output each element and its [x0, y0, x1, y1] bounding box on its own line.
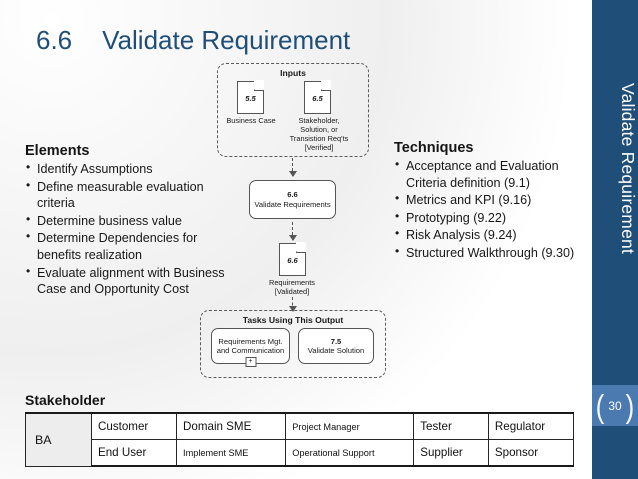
bracket-left-icon: ( — [595, 386, 605, 425]
list-item: Determine business value — [25, 212, 240, 230]
list-item: Determine Dependencies for benefits real… — [25, 229, 240, 263]
document-icon: 5.5 — [237, 80, 264, 114]
inputs-group: Inputs 5.5 Business Case 6.5 Stakeholder… — [217, 63, 369, 157]
process-number: 6.6 — [287, 190, 298, 200]
document-number: 6.5 — [312, 94, 323, 103]
document-number: 6.6 — [287, 256, 298, 265]
list-item: Prototyping (9.22) — [394, 209, 594, 227]
list-item: Define measurable evaluation criteria — [25, 178, 240, 212]
list-item: Identify Assumptions — [25, 160, 240, 178]
stakeholder-table: BA Customer Domain SME Project Manager T… — [25, 412, 575, 467]
page-number: 30 — [608, 398, 622, 413]
document-label: Requirements [Validated] — [268, 278, 315, 296]
document-icon: 6.6 — [279, 242, 306, 276]
sidebar-vertical-title: Validate Requirement — [618, 82, 638, 254]
stakeholder-heading: Stakeholder — [25, 392, 106, 408]
page-title: 6.6 Validate Requirement — [36, 25, 350, 56]
list-item: Risk Analysis (9.24) — [394, 226, 594, 244]
table-cell: Implement SME — [176, 439, 287, 467]
document-label: Stakeholder, Solution, or Transistion Re… — [289, 116, 349, 152]
inputs-title: Inputs — [280, 68, 306, 78]
bracket-right-icon: ) — [625, 386, 635, 425]
elements-section: Elements Identify Assumptions Define mea… — [25, 143, 240, 299]
document-number: 5.5 — [245, 94, 256, 103]
process-label: Validate Requirements — [254, 199, 331, 209]
task-label: Requirements Mgt. and Communication — [216, 336, 285, 355]
task-box: 7.5 Validate Solution — [298, 328, 374, 364]
document-label: Business Case — [226, 116, 276, 125]
stakeholder-role-cell: BA — [25, 412, 92, 467]
page-number-badge: ( 30 ) — [592, 385, 638, 426]
list-item: Acceptance and Evaluation Criteria defin… — [394, 157, 594, 191]
table-cell: Sponsor — [487, 439, 575, 467]
elements-heading: Elements — [25, 143, 90, 159]
page-fold-icon — [321, 80, 331, 91]
table-row: BA Customer Domain SME Project Manager T… — [25, 412, 575, 467]
table-cell: Regulator — [487, 412, 575, 440]
table-cell: Operational Support — [285, 439, 415, 467]
flow-arrow-icon — [289, 222, 298, 241]
list-item: Metrics and KPI (9.16) — [394, 191, 594, 209]
page-title-number: 6.6 — [36, 25, 73, 55]
page-title-text: Validate Requirement — [102, 25, 351, 55]
flow-diagram: Inputs 5.5 Business Case 6.5 Stakeholder… — [193, 63, 393, 378]
flow-arrow-icon — [289, 158, 298, 177]
flow-arrow-icon — [289, 297, 298, 312]
sidebar: Validate Requirement ( 30 ) — [592, 0, 638, 479]
techniques-list: Acceptance and Evaluation Criteria defin… — [394, 157, 594, 262]
page-fold-icon — [254, 80, 264, 91]
page-fold-icon — [296, 242, 306, 253]
table-row: End User Implement SME Operational Suppo… — [26, 439, 575, 467]
tasks-using-output-group: Tasks Using This Output Requirements Mgt… — [200, 310, 386, 378]
elements-list: Identify Assumptions Define measurable e… — [25, 160, 240, 298]
process-box: 6.6 Validate Requirements — [249, 180, 336, 219]
tasks-using-output-title: Tasks Using This Output — [242, 315, 344, 325]
list-item: Evaluate alignment with Business Case an… — [25, 264, 240, 298]
techniques-section: Techniques Acceptance and Evaluation Cri… — [394, 140, 594, 263]
task-label: Validate Solution — [307, 346, 365, 355]
document-icon: 6.5 — [304, 80, 331, 114]
table-cell: End User — [90, 439, 178, 467]
table-cell: Project Manager — [285, 412, 415, 440]
page-number-band — [592, 385, 638, 426]
list-item: Structured Walkthrough (9.30) — [394, 244, 594, 262]
task-number: 7.5 — [330, 336, 342, 346]
table-cell: Customer — [90, 412, 178, 440]
table-cell: Supplier — [413, 439, 489, 467]
table-cell: Domain SME — [176, 412, 287, 440]
table-cell: Tester — [413, 412, 489, 440]
expand-icon[interactable]: + — [245, 357, 256, 367]
task-box: Requirements Mgt. and Communication + — [211, 328, 290, 367]
techniques-heading: Techniques — [394, 140, 474, 156]
